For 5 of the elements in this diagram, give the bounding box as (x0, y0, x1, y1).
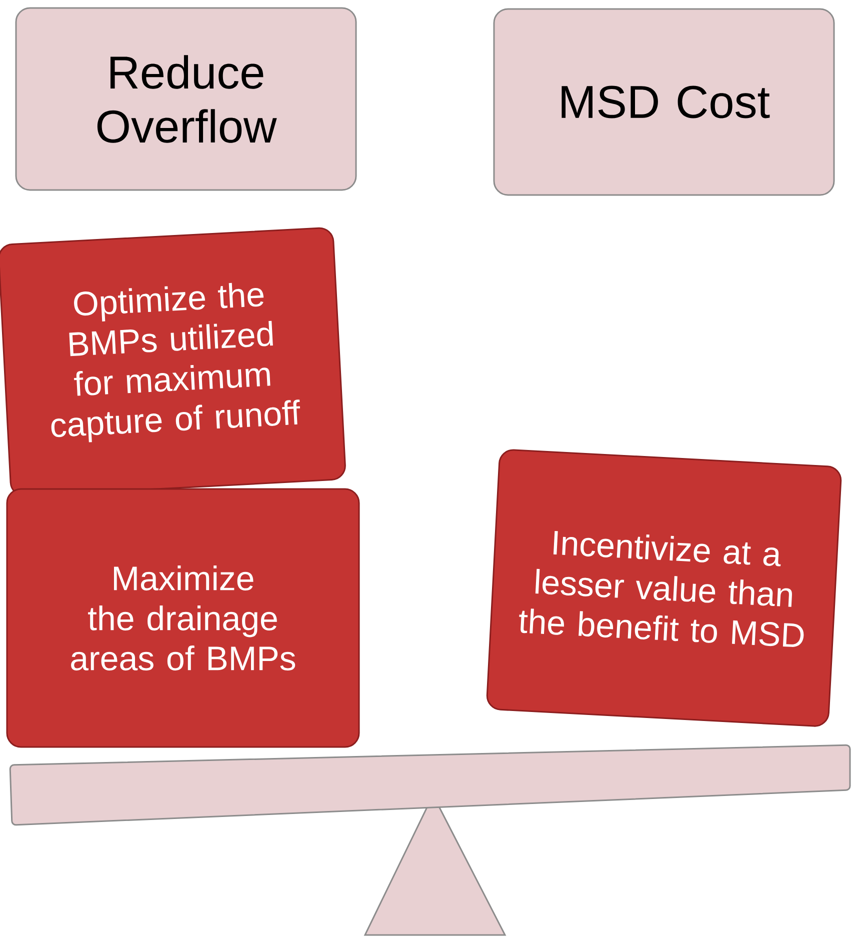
strategy-box: Maximize the drainage areas of BMPs (6, 488, 360, 748)
label-box: MSD Cost (493, 8, 835, 196)
label-box: Reduce Overflow (15, 7, 357, 191)
strategy-box: Optimize the BMPs utilized for maximum capture of runoff (0, 227, 346, 497)
strategy-box: Incentivize at a lesser value than the benefit to MSD (486, 449, 842, 727)
